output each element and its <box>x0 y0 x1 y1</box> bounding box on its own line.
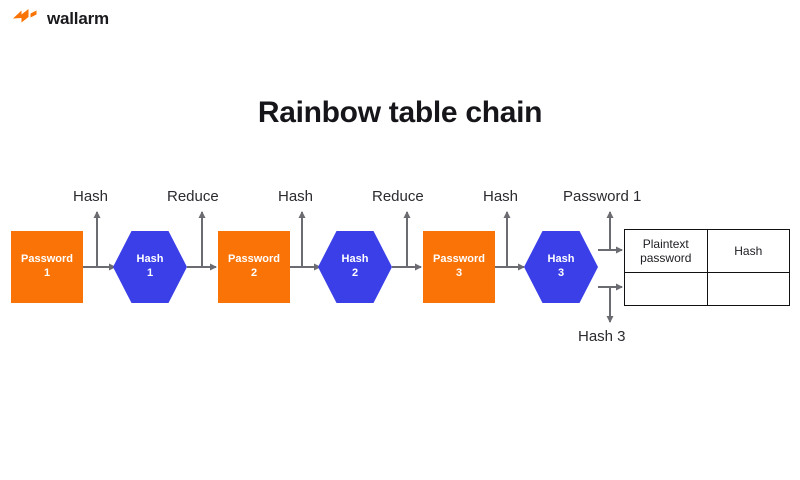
caption-hash-2: Hash <box>278 188 314 205</box>
node-password-2-line2: 2 <box>250 267 258 279</box>
node-password-1: Password 1 <box>11 231 83 303</box>
node-password-3-line2: 3 <box>455 267 463 279</box>
caption-hash-1: Hash <box>73 188 109 205</box>
node-hash-2-line2: 2 <box>351 267 359 279</box>
header-line-2: password <box>640 251 692 265</box>
node-password-2: Password 2 <box>218 231 290 303</box>
caption-password-1: Password 1 <box>563 188 642 205</box>
brand-logo: wallarm <box>12 8 109 29</box>
page-title: Rainbow table chain <box>257 96 543 129</box>
node-hash-3-line1: Hash <box>547 253 575 266</box>
node-password-3-line1: Password <box>433 253 485 266</box>
table-cell-hash <box>706 272 790 306</box>
table-row <box>624 272 790 306</box>
node-hash-1-line2: 1 <box>146 267 154 279</box>
node-password-1-line2: 1 <box>43 267 51 279</box>
node-password-3: Password 3 <box>423 231 495 303</box>
node-password-1-line1: Password <box>21 253 73 266</box>
caption-reduce-2: Reduce <box>372 188 424 205</box>
header-line-1: Plaintext <box>642 236 689 251</box>
rainbow-table: Plaintext password Hash <box>624 229 790 306</box>
table-header-plaintext-password: Plaintext password <box>624 229 708 273</box>
node-password-2-line1: Password <box>228 253 280 266</box>
node-hash-2-line1: Hash <box>341 253 369 266</box>
node-hash-2: Hash 2 <box>318 231 392 303</box>
table-header-row: Plaintext password Hash <box>624 229 790 273</box>
table-cell-plaintext-password <box>624 272 708 306</box>
wallarm-bolt-logo-icon <box>12 8 40 29</box>
table-header-hash: Hash <box>706 229 790 273</box>
brand-name: wallarm <box>47 9 109 28</box>
caption-hash-3: Hash <box>483 188 519 205</box>
node-hash-3-line2: 3 <box>557 267 565 279</box>
caption-hash-3-out: Hash 3 <box>578 328 626 345</box>
node-hash-1-line1: Hash <box>136 253 164 266</box>
caption-reduce-1: Reduce <box>167 188 219 205</box>
